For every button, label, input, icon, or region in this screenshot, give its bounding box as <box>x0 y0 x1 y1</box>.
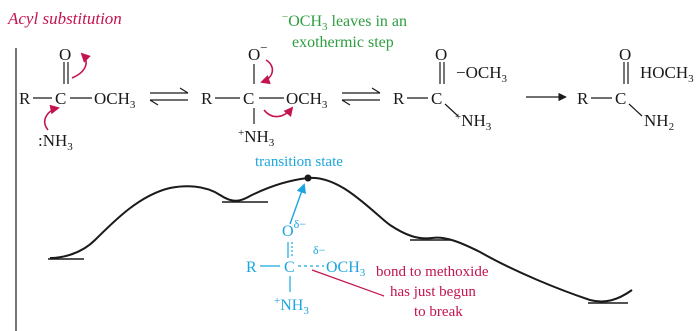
svg-text:R: R <box>201 89 213 108</box>
energy-profile-curve <box>49 176 633 303</box>
svg-text:+NH3: +NH3 <box>455 111 492 133</box>
svg-text:OCH3: OCH3 <box>286 89 328 111</box>
transition-state-arrow <box>289 183 306 225</box>
svg-text:HOCH3: HOCH3 <box>640 63 694 85</box>
bond-note-line1: bond to methoxide <box>376 264 489 280</box>
svg-text:R: R <box>246 259 257 276</box>
structure-protonated-amide: R C O −OCH3 +NH3 <box>393 45 507 133</box>
svg-text:+NH3: +NH3 <box>274 295 309 317</box>
svg-text:+NH3: +NH3 <box>238 127 275 149</box>
svg-text:C: C <box>55 89 66 108</box>
curved-arrow-leave <box>263 106 294 118</box>
equilibrium-arrows-1 <box>149 87 189 106</box>
svg-text:R: R <box>19 89 31 108</box>
equilibrium-arrows-2 <box>341 87 381 106</box>
svg-text:O: O <box>619 45 631 64</box>
diagram-title: Acyl substitution <box>7 9 122 28</box>
svg-text:O: O <box>435 45 447 64</box>
svg-text:O−: O− <box>248 40 268 64</box>
structure-tetrahedral-intermediate: R C O− OCH3 +NH3 <box>201 40 328 149</box>
svg-text:NH2: NH2 <box>644 111 674 133</box>
svg-text:C: C <box>431 89 442 108</box>
bond-note-line2: has just begun <box>390 284 476 300</box>
transition-state-label: transition state <box>255 154 343 170</box>
structure-amide-product: R C O HOCH3 NH2 <box>577 45 694 133</box>
svg-text:O: O <box>59 45 71 64</box>
svg-text:OCH3: OCH3 <box>94 89 136 111</box>
transition-state-dot <box>304 174 312 182</box>
svg-text:OCH3: OCH3 <box>326 259 366 279</box>
structure-ester-ammonia: R C O OCH3 :NH3 <box>19 45 136 153</box>
bond-note-line3: to break <box>414 304 463 320</box>
svg-text:C: C <box>615 89 626 108</box>
svg-text:R: R <box>577 89 589 108</box>
svg-text:R: R <box>393 89 405 108</box>
curved-arrow-reform <box>260 59 274 85</box>
leaving-group-note-line1: −OCH3 leaves in an <box>282 11 407 33</box>
svg-text:Oδ−: Oδ− <box>282 217 306 240</box>
svg-text::NH3: :NH3 <box>38 131 73 153</box>
svg-text:C: C <box>243 89 254 108</box>
svg-text:C: C <box>284 259 295 276</box>
curved-arrow-pi <box>71 52 91 79</box>
svg-text:−OCH3: −OCH3 <box>456 63 507 85</box>
transition-state-structure: Oδ− R C δ− OCH3 +NH3 <box>246 217 366 317</box>
leaving-group-note-line2: exothermic step <box>292 34 394 51</box>
curved-arrow-attack <box>43 104 60 131</box>
bond-note-pointer <box>311 269 385 297</box>
svg-text:δ−: δ− <box>313 243 326 257</box>
